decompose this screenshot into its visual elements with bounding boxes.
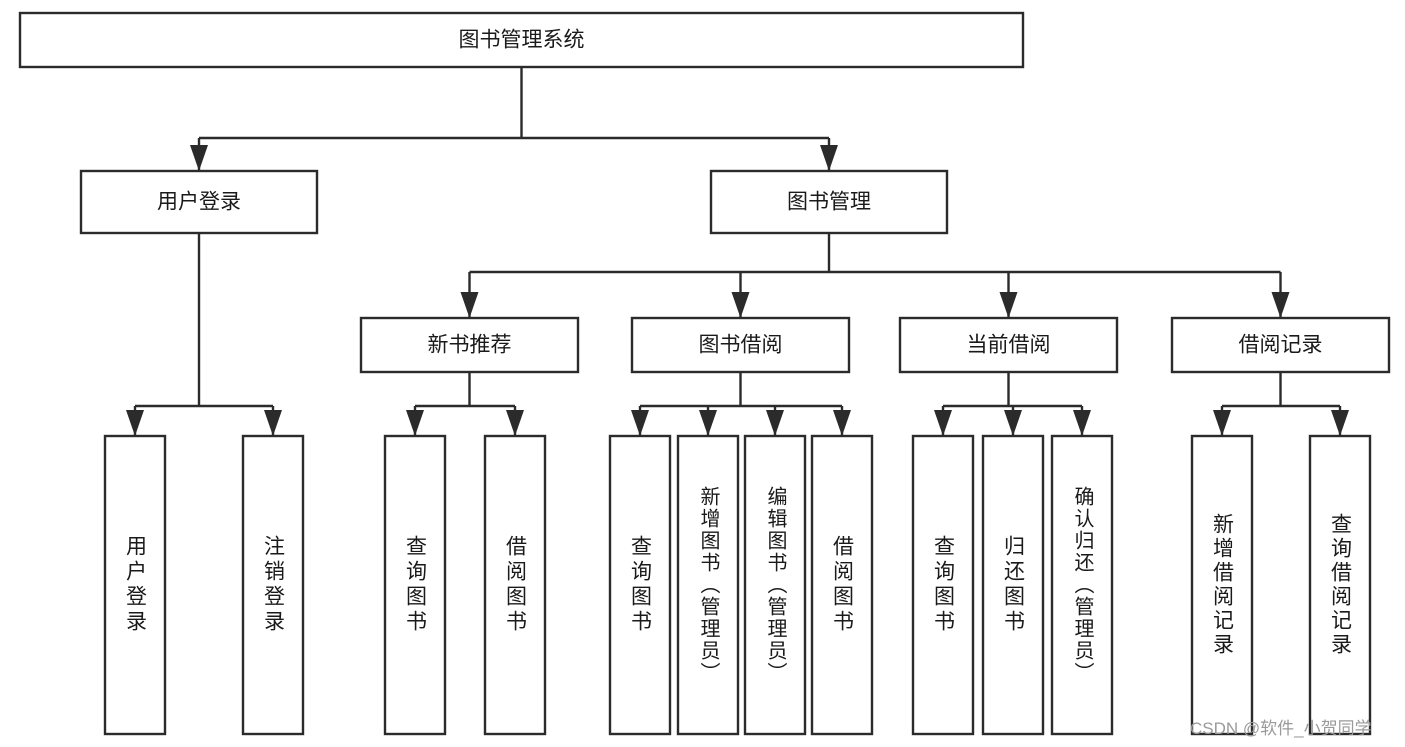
leaf-node-leaf-query-book-2[interactable]: 查询图书 [610,436,670,734]
node-box-leaf-confirm-return[interactable] [1050,434,1114,736]
leaf-label: 查询图书 [628,535,652,635]
arrow-head-icon [264,410,282,436]
leaf-label: 新增借阅记录 [1210,513,1234,657]
node-label-root: 图书管理系统 [459,29,585,52]
node-label-user-login: 用户登录 [157,191,241,214]
arrow-head-icon [820,145,838,171]
node-box-leaf-return-book[interactable] [981,434,1045,736]
leaf-node-leaf-query-record[interactable]: 查询借阅记录 [1310,436,1370,734]
leaf-label: 注销登录 [261,535,285,635]
arrow-head-icon [999,292,1018,318]
node-box-leaf-user-logout[interactable] [241,434,305,736]
leaf-node-leaf-borrow-book-1[interactable]: 借阅图书 [485,436,545,734]
node-label-current-borrow: 当前借阅 [967,334,1051,357]
arrow-head-icon [833,410,851,436]
node-box-leaf-query-book-3[interactable] [911,434,975,736]
arrow-head-icon [766,410,784,436]
arrow-head-icon [1271,292,1290,318]
node-box-leaf-borrow-book-2[interactable] [810,434,874,736]
node-box-leaf-query-book-1[interactable] [383,434,447,736]
leaf-node-leaf-add-book[interactable]: 新增图书（管理员） [678,436,738,734]
leaf-node-leaf-query-book-3[interactable]: 查询图书 [913,436,973,734]
watermark-text: CSDN @软件_小贺同学 [1190,719,1372,738]
arrow-head-icon [631,410,649,436]
leaf-label: 用户登录 [123,535,147,635]
arrow-head-icon [934,410,952,436]
leaf-label: 查询借阅记录 [1328,513,1352,657]
node-label-borrow-record: 借阅记录 [1239,334,1323,357]
connectors-layer [126,67,1349,436]
leaf-label: 查询图书 [403,535,427,635]
leaf-node-leaf-edit-book[interactable]: 编辑图书（管理员） [745,436,805,734]
leaf-node-leaf-user-login[interactable]: 用户登录 [105,436,165,734]
leaf-label: 借阅图书 [830,535,854,635]
arrow-head-icon [1331,410,1349,436]
node-label-book-borrow: 图书借阅 [699,334,783,357]
node-box-new-book-recommend[interactable] [359,316,580,374]
arrow-head-icon [406,410,424,436]
arrow-head-icon [1213,410,1231,436]
leaf-node-leaf-user-logout[interactable]: 注销登录 [243,436,303,734]
arrow-head-icon [699,410,717,436]
node-box-leaf-add-book[interactable] [676,434,740,736]
arrow-head-icon [1004,410,1022,436]
leaf-node-leaf-add-record[interactable]: 新增借阅记录 [1192,436,1252,734]
node-label-new-book-recommend: 新书推荐 [428,334,512,357]
node-box-root[interactable] [18,11,1025,69]
node-box-leaf-add-record[interactable] [1190,434,1254,736]
leaf-node-leaf-confirm-return[interactable]: 确认归还（管理员） [1052,436,1112,734]
leaf-label: 编辑图书（管理员） [764,486,786,684]
leaf-label: 借阅图书 [503,535,527,635]
node-box-leaf-query-record[interactable] [1308,434,1372,736]
leaf-label: 新增图书（管理员） [697,486,719,684]
node-label-book-management: 图书管理 [787,191,871,214]
arrow-head-icon [506,410,524,436]
arrow-head-icon [190,145,208,171]
node-box-leaf-user-login[interactable] [103,434,167,736]
node-box-leaf-edit-book[interactable] [743,434,807,736]
leaf-node-leaf-query-book-1[interactable]: 查询图书 [385,436,445,734]
arrow-head-icon [731,292,750,318]
node-box-current-borrow[interactable] [898,316,1119,374]
leaf-label: 归还图书 [1001,535,1025,635]
node-box-book-borrow[interactable] [630,316,851,374]
leaf-node-leaf-return-book[interactable]: 归还图书 [983,436,1043,734]
leaf-label: 查询图书 [931,535,955,635]
node-box-leaf-borrow-book-1[interactable] [483,434,547,736]
arrow-head-icon [460,292,479,318]
arrow-head-icon [1073,410,1091,436]
node-box-borrow-record[interactable] [1170,316,1391,374]
node-box-leaf-query-book-2[interactable] [608,434,672,736]
leaf-node-leaf-borrow-book-2[interactable]: 借阅图书 [812,436,872,734]
node-box-user-login[interactable] [79,169,319,235]
arrow-head-icon [126,410,144,436]
boxes-layer [18,11,1391,736]
node-box-book-management[interactable] [709,169,949,235]
leaf-label: 确认归还（管理员） [1071,486,1093,684]
